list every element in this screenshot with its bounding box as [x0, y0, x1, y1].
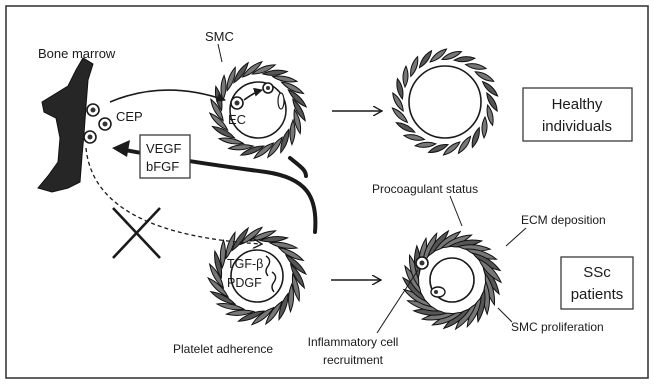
smooth-muscle-cell	[408, 56, 420, 77]
smooth-muscle-cell	[474, 70, 495, 84]
inflammatory-label-2: recruitment	[323, 353, 384, 367]
healthy-vessel-ec-recruitment	[208, 60, 308, 160]
healthy-label-2: individuals	[542, 118, 612, 135]
tgf-beta-label: TGF-β	[227, 257, 263, 271]
procoagulant-leader	[450, 196, 462, 226]
smooth-muscle-cell	[403, 133, 424, 142]
smooth-muscle-cell	[288, 284, 294, 312]
ssc-vessel-remodeled	[401, 229, 503, 331]
smooth-muscle-cell	[403, 66, 409, 87]
bone-marrow-label: Bone marrow	[38, 46, 116, 61]
bone-marrow-shape	[38, 58, 93, 192]
smooth-muscle-cell	[289, 120, 295, 145]
smooth-muscle-cell	[415, 141, 436, 148]
smc-label: SMC	[205, 29, 234, 44]
smooth-muscle-cell	[470, 127, 482, 148]
ec-label: EC	[228, 112, 246, 127]
smc-leader	[218, 44, 222, 62]
pdgf-label: PDGF	[227, 276, 262, 290]
ecm-label: ECM deposition	[521, 213, 606, 227]
healthy-vessel	[391, 47, 500, 157]
signal-arrowhead	[112, 140, 130, 157]
healthy-box: Healthy individuals	[523, 88, 632, 141]
smooth-muscle-cell	[454, 56, 475, 63]
ssc-box: SSc patients	[561, 257, 633, 309]
vessel-lumen	[230, 82, 286, 138]
smooth-muscle-cell	[442, 140, 462, 157]
smooth-muscle-cell	[220, 75, 226, 100]
smooth-muscle-cell	[465, 62, 486, 71]
ssc-label-1: SSc	[583, 264, 611, 281]
blocked-cross	[113, 208, 160, 258]
smc-proliferation-label: SMC proliferation	[511, 320, 604, 334]
smooth-muscle-cell	[482, 117, 488, 138]
procoagulant-label: Procoagulant status	[372, 182, 478, 196]
smooth-muscle-cell	[395, 120, 416, 134]
cep-cells	[84, 104, 111, 143]
vessel-lumen	[409, 66, 481, 138]
smooth-muscle-cell	[220, 240, 226, 268]
vessel1-to-signal-line	[290, 158, 306, 176]
smooth-muscle-cell	[429, 47, 449, 64]
growth-factor-box: VEGF bFGF	[140, 135, 190, 178]
inflammatory-label-1: Inflammatory cell	[308, 335, 399, 349]
vegf-label: VEGF	[146, 141, 181, 156]
ssc-label-2: patients	[571, 286, 624, 303]
bfgf-label: bFGF	[146, 159, 179, 174]
smc-proliferation-leader	[498, 308, 512, 322]
ecm-leader	[506, 228, 526, 246]
platelet-adherence-label: Platelet adherence	[173, 342, 273, 356]
cep-to-vessel-arrow	[110, 90, 225, 102]
healthy-label-1: Healthy	[552, 96, 603, 113]
cep-label: CEP	[116, 109, 143, 124]
